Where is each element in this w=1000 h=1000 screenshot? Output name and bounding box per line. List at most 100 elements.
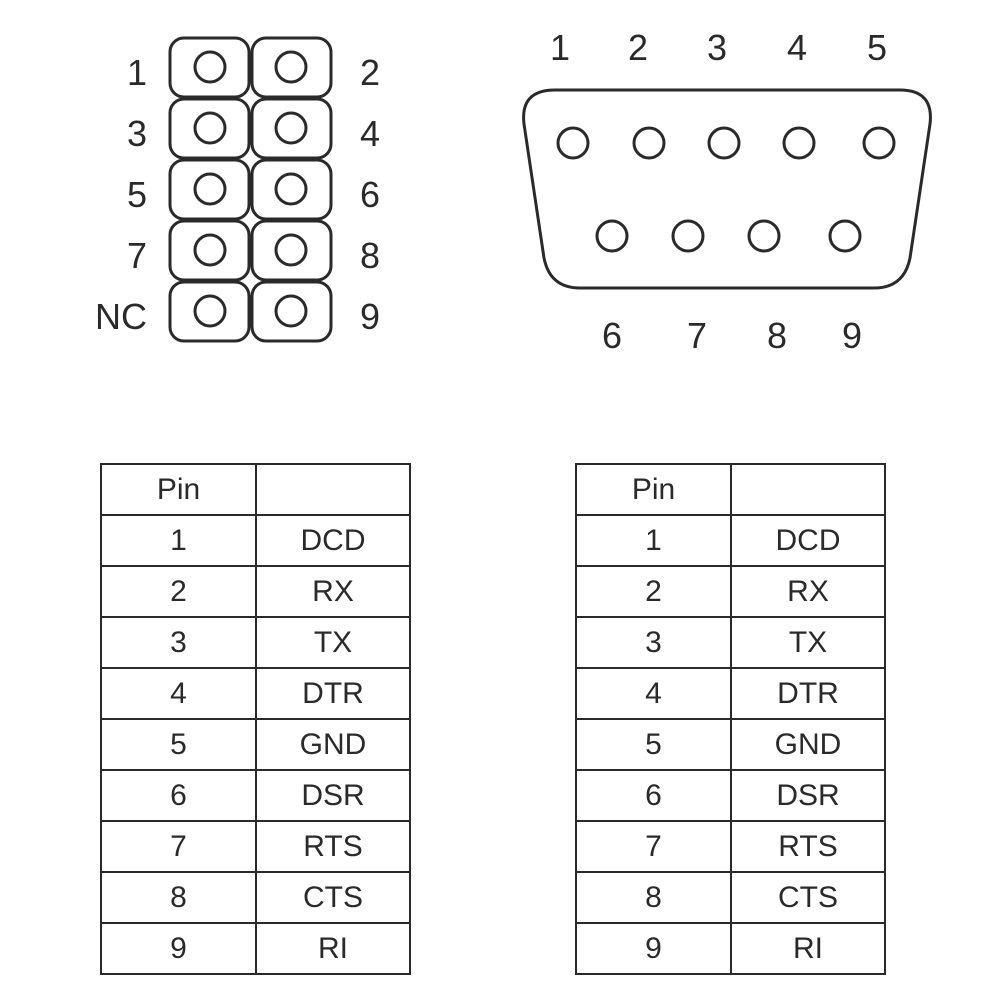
header-pin-hole (274, 50, 308, 84)
pin-number: 9 (575, 922, 732, 975)
signal-name: RX (730, 565, 886, 618)
header-pin-hole (193, 50, 227, 84)
header-pin-hole (274, 111, 308, 145)
signal-name: CTS (730, 871, 886, 924)
pin-number: 8 (100, 871, 257, 924)
table-header-row: Pin (575, 463, 886, 516)
db9-pin-hole (782, 126, 816, 160)
header-pin-hole (193, 172, 227, 206)
pin-number: 2 (100, 565, 257, 618)
db9-pin-hole (556, 126, 590, 160)
header-label: 4 (360, 113, 380, 154)
pin-column-header: Pin (575, 463, 732, 516)
signal-name: GND (255, 718, 411, 771)
pin-number: 5 (100, 718, 257, 771)
signal-name: DCD (255, 514, 411, 567)
header-label: 8 (360, 235, 380, 276)
db9-bottom-labels: 6 7 8 9 (602, 315, 862, 356)
db9-pin-hole (632, 126, 666, 160)
header-label: 3 (127, 113, 147, 154)
signal-name: DSR (730, 769, 886, 822)
pin-number: 4 (100, 667, 257, 720)
table-header-row: Pin (100, 463, 411, 516)
db9-label: 8 (767, 315, 787, 356)
pin-number: 6 (575, 769, 732, 822)
pin-number: 6 (100, 769, 257, 822)
db9-label: 7 (687, 315, 707, 356)
db9-shell-outline (522, 88, 932, 290)
header-pin-cell (250, 97, 333, 160)
header-pin-cell (168, 219, 251, 282)
db9-label: 5 (867, 27, 887, 68)
pin-number: 1 (575, 514, 732, 567)
db9-label: 1 (550, 27, 570, 68)
signal-name: TX (255, 616, 411, 669)
db9-top-labels: 1 2 3 4 5 (550, 27, 887, 68)
header-pin-hole (193, 111, 227, 145)
pin-number: 4 (575, 667, 732, 720)
db9-label: 2 (628, 27, 648, 68)
header-pin-hole (193, 294, 227, 328)
db9-pin-hole (828, 219, 862, 253)
header-pin-hole (274, 172, 308, 206)
signal-name: DSR (255, 769, 411, 822)
signal-column-header (730, 463, 886, 516)
db9-pin-hole (595, 219, 629, 253)
header-right-labels: 2 4 6 8 9 (360, 52, 380, 337)
signal-column-header (255, 463, 411, 516)
header-pin-hole (274, 233, 308, 267)
pin-number: 8 (575, 871, 732, 924)
pin-number: 1 (100, 514, 257, 567)
header-label: NC (95, 296, 147, 337)
header-label: 5 (127, 174, 147, 215)
header-pin-cell (168, 158, 251, 221)
pin-number: 3 (575, 616, 732, 669)
db9-pin-hole (707, 126, 741, 160)
header-pin-hole (274, 294, 308, 328)
header-pin-cell (168, 280, 251, 343)
header-left-labels: 1 3 5 7 NC (95, 52, 147, 337)
header-label: 6 (360, 174, 380, 215)
header-pin-cell (250, 158, 333, 221)
pin-number: 7 (100, 820, 257, 873)
pin-number: 2 (575, 565, 732, 618)
pin-number: 7 (575, 820, 732, 873)
header-label: 1 (127, 52, 147, 93)
signal-name: CTS (255, 871, 411, 924)
db9-label: 3 (707, 27, 727, 68)
db9-label: 4 (787, 27, 807, 68)
signal-name: RTS (255, 820, 411, 873)
pin-number: 5 (575, 718, 732, 771)
header-pin-cell (168, 97, 251, 160)
signal-name: RTS (730, 820, 886, 873)
db9-pin-hole (671, 219, 705, 253)
db9-pin-hole (747, 219, 781, 253)
header-pin-hole (193, 233, 227, 267)
header-pin-cell (168, 36, 251, 99)
db9-connector (522, 88, 932, 290)
pin-header-connector (168, 36, 333, 343)
signal-name: DTR (255, 667, 411, 720)
pin-column-header: Pin (100, 463, 257, 516)
header-label: 2 (360, 52, 380, 93)
header-pin-cell (250, 36, 333, 99)
